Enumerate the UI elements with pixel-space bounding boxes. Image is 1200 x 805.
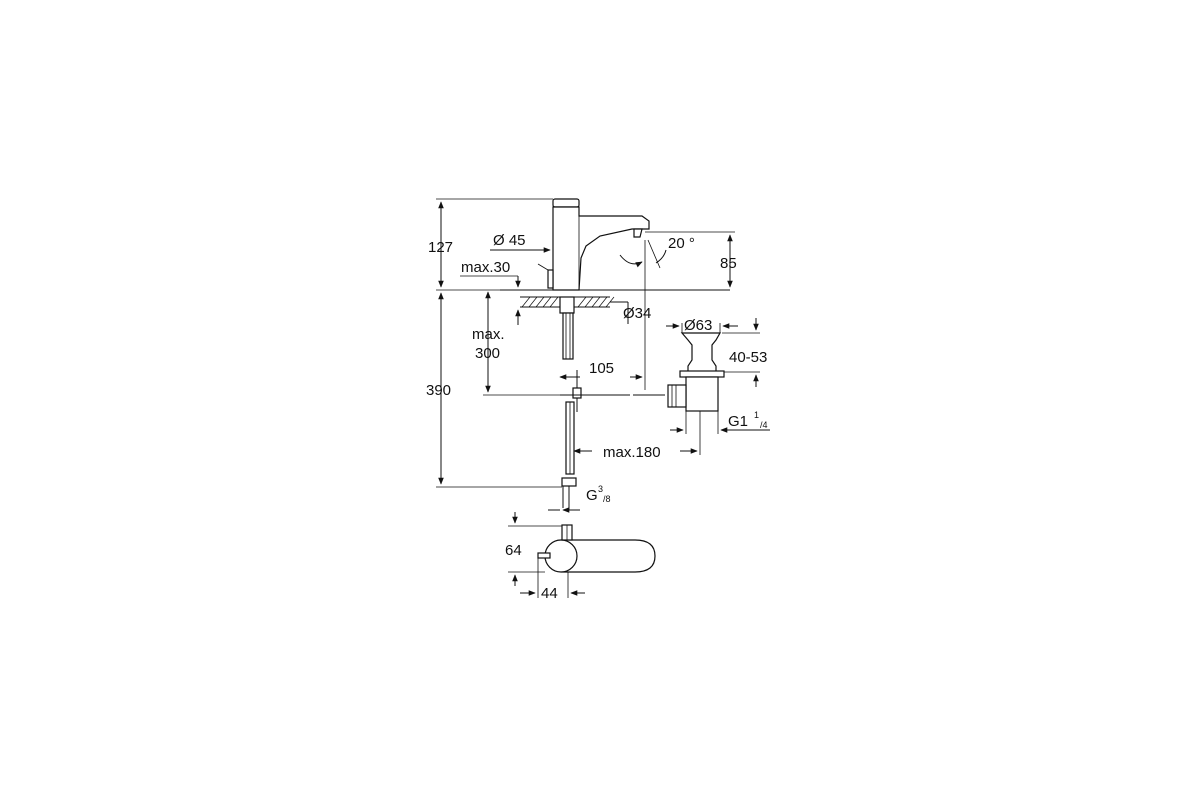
deck-hatch-line (584, 296, 594, 308)
deck-hatch-line (535, 296, 545, 308)
label-body-diameter: Ø 45 (493, 232, 526, 249)
label-waste-thread: G1 (728, 413, 748, 430)
deck-hatch-line (598, 296, 608, 308)
supply-hose (560, 312, 665, 510)
label-connection-thread-sup: 3 (598, 484, 603, 494)
label-deck-thickness: max.30 (461, 259, 510, 276)
deck-hatch-line (528, 296, 538, 308)
dimension-labels: 127 Ø 45 max.30 20 ° 85 Ø34 max. 300 105… (426, 232, 768, 602)
label-rod-length: max.180 (603, 444, 661, 461)
label-spout-angle: 20 ° (668, 235, 695, 252)
deck-hatch-line (521, 296, 531, 308)
label-installation-height: 390 (426, 382, 451, 399)
label-waste-range: 40-53 (729, 349, 767, 366)
label-hose-max: max. (472, 326, 505, 343)
label-spout-height: 85 (720, 255, 737, 272)
label-base-width: 44 (541, 585, 558, 602)
deck-hatch-line (577, 296, 587, 308)
label-waste-thread-sub: /4 (760, 420, 768, 430)
deck-hatch-line (549, 296, 559, 308)
faucet-body (537, 198, 650, 291)
label-connection-thread-sub: /8 (603, 494, 611, 504)
deck-hatch-line (591, 296, 601, 308)
label-total-height: 127 (428, 239, 453, 256)
label-base-depth: 64 (505, 542, 522, 559)
faucet-top-view (508, 512, 656, 598)
waste-valve (667, 332, 725, 412)
deck-hatch-line (542, 296, 552, 308)
label-waste-thread-sup: 1 (754, 410, 759, 420)
label-hole-diameter: Ø34 (623, 305, 651, 322)
label-connection-thread: G (586, 487, 598, 504)
label-hose-length: 300 (475, 345, 500, 362)
label-waste-diameter: Ø63 (684, 317, 712, 334)
dimension-lines (436, 198, 770, 513)
label-spout-reach: 105 (589, 360, 614, 377)
